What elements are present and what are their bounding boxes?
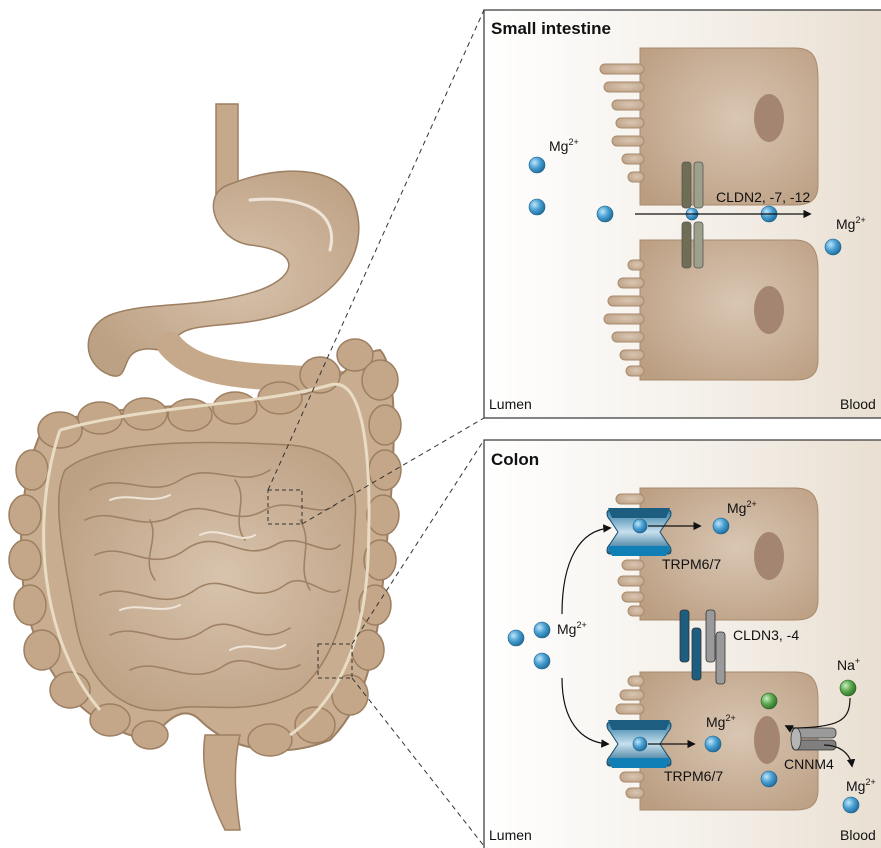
small-intestine-title: Small intestine <box>491 19 611 38</box>
small-intestine-panel: Small intestine <box>484 10 881 418</box>
colon-panel: Colon <box>484 440 881 848</box>
esophagus <box>216 104 238 194</box>
colon-mg-ion-blood <box>843 797 859 813</box>
si-mg-ion-3 <box>597 206 613 222</box>
colon-na-ion-blood <box>840 680 856 696</box>
colon-cnnm4-label: CNNM4 <box>784 756 834 772</box>
gut-illustration <box>9 104 401 830</box>
colon-trpm-label-lower: TRPM6/7 <box>664 768 723 784</box>
colon-upper-nucleus <box>754 532 784 580</box>
colon-lower-nucleus <box>754 716 780 764</box>
colon-mg-ion-trpm-lower <box>633 737 647 751</box>
si-claudin-label: CLDN2, -7, -12 <box>716 189 810 205</box>
colon-na-ion-cell <box>761 693 777 709</box>
si-blood-label: Blood <box>840 396 876 412</box>
colon-mg-ion-lumen-1 <box>508 630 524 646</box>
si-lower-nucleus <box>754 286 784 334</box>
rectum <box>204 735 240 830</box>
small-intestine <box>59 443 356 711</box>
colon-mg-ion-lower-cell <box>705 736 721 752</box>
si-mg-ion-2 <box>529 199 545 215</box>
si-mg-ion-1 <box>529 157 545 173</box>
colon-title: Colon <box>491 450 539 469</box>
si-mg-ion-5 <box>825 239 841 255</box>
colon-claudin-label: CLDN3, -4 <box>733 627 799 643</box>
stomach <box>88 171 359 376</box>
si-upper-cell <box>600 48 818 205</box>
colon-trpm-label-upper: TRPM6/7 <box>662 556 721 572</box>
colon-mg-ion-trpm-upper <box>633 519 647 533</box>
colon-mg-ion-lumen-3 <box>534 653 550 669</box>
si-upper-nucleus <box>754 94 784 142</box>
si-lumen-label: Lumen <box>489 396 532 412</box>
colon-mg-ion-upper-cell <box>713 518 729 534</box>
colon-blood-label: Blood <box>840 827 876 843</box>
colon-mg-ion-lower-cell-2 <box>761 771 777 787</box>
colon-mg-ion-lumen-2 <box>534 622 550 638</box>
colon-lumen-label: Lumen <box>489 827 532 843</box>
